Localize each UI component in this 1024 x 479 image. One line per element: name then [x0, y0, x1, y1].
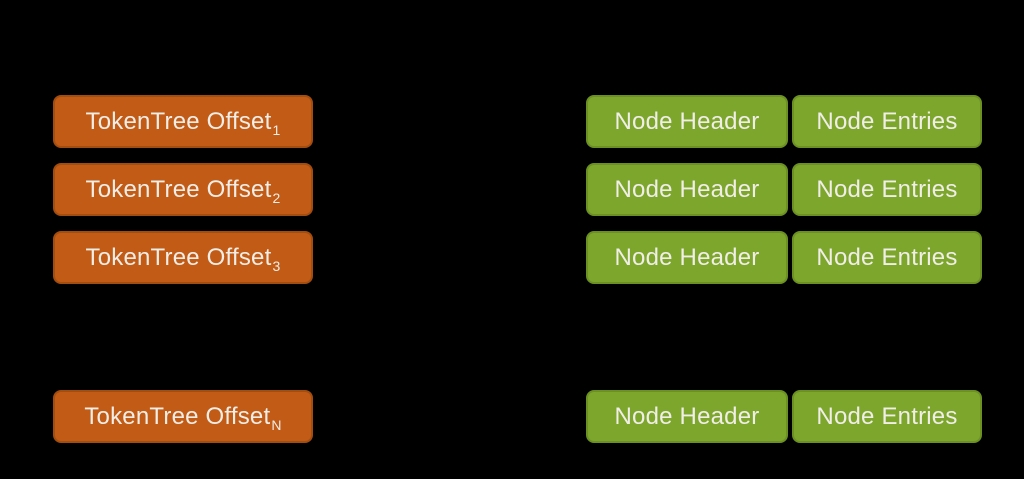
node-entries-box: Node Entries — [792, 95, 982, 148]
node-header-label: Node Header — [614, 402, 760, 430]
offset-subscript: 3 — [272, 258, 281, 274]
node-entries-label: Node Entries — [816, 243, 958, 271]
node-header-box: Node Header — [586, 231, 788, 284]
tokentree-offset-label: TokenTree Offset — [84, 402, 271, 430]
node-entries-box: Node Entries — [792, 231, 982, 284]
offset-subscript: 2 — [272, 190, 281, 206]
node-entries-label: Node Entries — [816, 175, 958, 203]
tokentree-offset-label: TokenTree Offset — [85, 243, 272, 271]
node-header-box: Node Header — [586, 163, 788, 216]
node-entries-box: Node Entries — [792, 163, 982, 216]
node-header-box: Node Header — [586, 390, 788, 443]
node-header-box: Node Header — [586, 95, 788, 148]
tokentree-offset-label: TokenTree Offset — [85, 175, 272, 203]
node-header-label: Node Header — [614, 107, 760, 135]
tokentree-offset-label: TokenTree Offset — [85, 107, 272, 135]
node-header-label: Node Header — [614, 243, 760, 271]
offset-subscript: 1 — [272, 122, 281, 138]
node-header-label: Node Header — [614, 175, 760, 203]
node-entries-label: Node Entries — [816, 107, 958, 135]
node-entries-box: Node Entries — [792, 390, 982, 443]
offset-subscript: N — [271, 417, 282, 433]
node-entries-label: Node Entries — [816, 402, 958, 430]
